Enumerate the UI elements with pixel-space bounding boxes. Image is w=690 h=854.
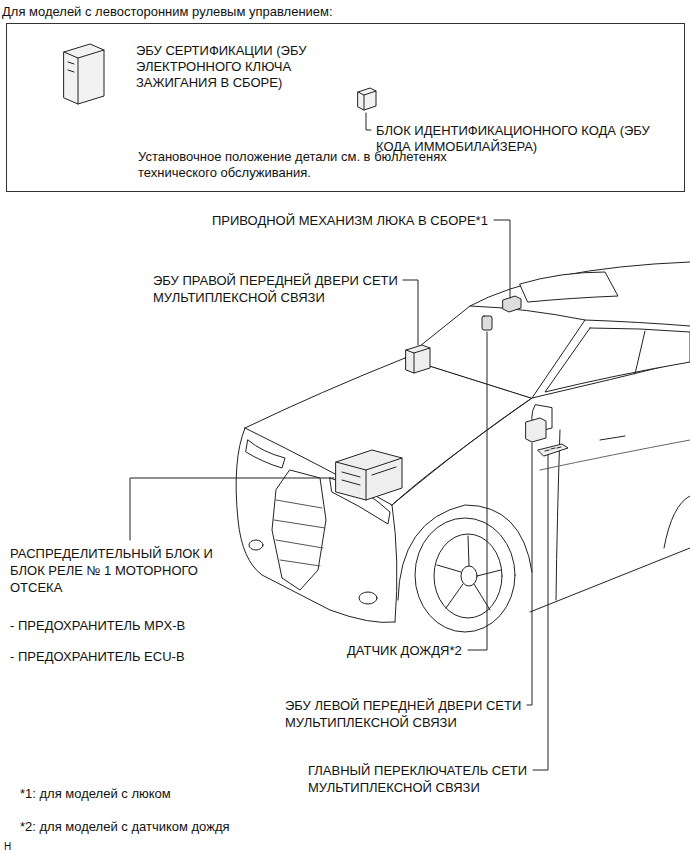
leader-line [130,478,334,540]
certification-ecu-edge [64,50,104,104]
leader-line [527,443,532,705]
part-name: ГЛАВНЫЙ ПЕРЕКЛЮЧАТЕЛЬ СЕТИ МУЛЬТИПЛЕКСНО… [308,762,563,796]
fuse-name: - ПРЕДОХРАНИТЕЛЬ ECU-B [10,648,185,665]
car-spokes [437,536,501,610]
car-roof-edge [470,262,690,306]
car-roof-edge [585,320,690,326]
car-fog-light [359,592,377,604]
car-side-window [545,328,690,392]
immobiliser-ecu-icon [358,88,376,110]
car-rear-wheel-arch [664,496,690,548]
car-rocker [530,548,690,612]
certification-ecu-icon [64,44,104,104]
certification-ecu-detail [68,62,74,72]
part-name: ЭБУ ПРАВОЙ ПЕРЕДНЕЙ ДВЕРИ СЕТИ МУЛЬТИПЛЕ… [153,272,413,306]
master-switch-icon [538,444,568,456]
car-door-line [556,430,560,600]
sunroof-drive-icon [503,296,521,312]
figure-code: H [4,840,11,853]
part-name: ПРИВОДНОЙ МЕХАНИЗМ ЛЮКА В СБОРЕ*1 [212,212,488,229]
car-rim [434,534,502,618]
part-name: РАСПРЕДЕЛИТЕЛЬНЫЙ БЛОК И БЛОК РЕЛЕ № 1 М… [10,545,235,596]
part-name: ЭБУ СЕРТИФИКАЦИИ (ЭБУ ЭЛЕКТРОННОГО КЛЮЧА… [136,43,336,91]
car-headlight [246,440,285,468]
footnote: *2: для моделей с датчиком дождя [20,818,230,835]
car-spindle-grille [272,470,326,590]
door-ecu-icon [406,345,430,373]
car-grille-bars [274,500,325,566]
part-name: ДАТЧИК ДОЖДЯ*2 [347,642,462,659]
immobiliser-ecu-edge [358,91,376,110]
door-ecu-edge [406,348,430,373]
car-tyre [415,518,515,632]
car-front-corner [392,505,397,622]
rain-sensor-icon [482,316,492,330]
car-sunroof [520,272,618,302]
relay-block-edge [336,458,402,500]
car-door-handle [600,436,625,440]
master-switch-buttons [545,447,561,451]
leader-line [533,455,548,770]
car-fender-line [392,398,532,505]
leader-line [468,332,487,650]
relay-block-icon [336,450,402,500]
car-b-pillar [635,331,645,374]
leader-line [403,280,418,345]
fuse-name: - ПРЕДОХРАНИТЕЛЬ MPX-B [10,617,185,634]
page-title: Для моделей с левосторонним рулевым упра… [2,3,333,20]
footnote: *1: для моделей с люком [20,785,171,802]
note-box: ЭБУ СЕРТИФИКАЦИИ (ЭБУ ЭЛЕКТРОННОГО КЛЮЧА… [6,23,685,192]
car-hub [461,566,477,586]
leader-line [494,220,510,298]
part-name: ЭБУ ЛЕВОЙ ПЕРЕДНЕЙ ДВЕРИ СЕТИ МУЛЬТИПЛЕК… [285,697,545,731]
car-fog-light [249,540,263,550]
note-text: Установочное положение детали см. в бюлл… [138,149,478,181]
door-ecu-icon [526,418,546,442]
leader-line [366,113,371,130]
